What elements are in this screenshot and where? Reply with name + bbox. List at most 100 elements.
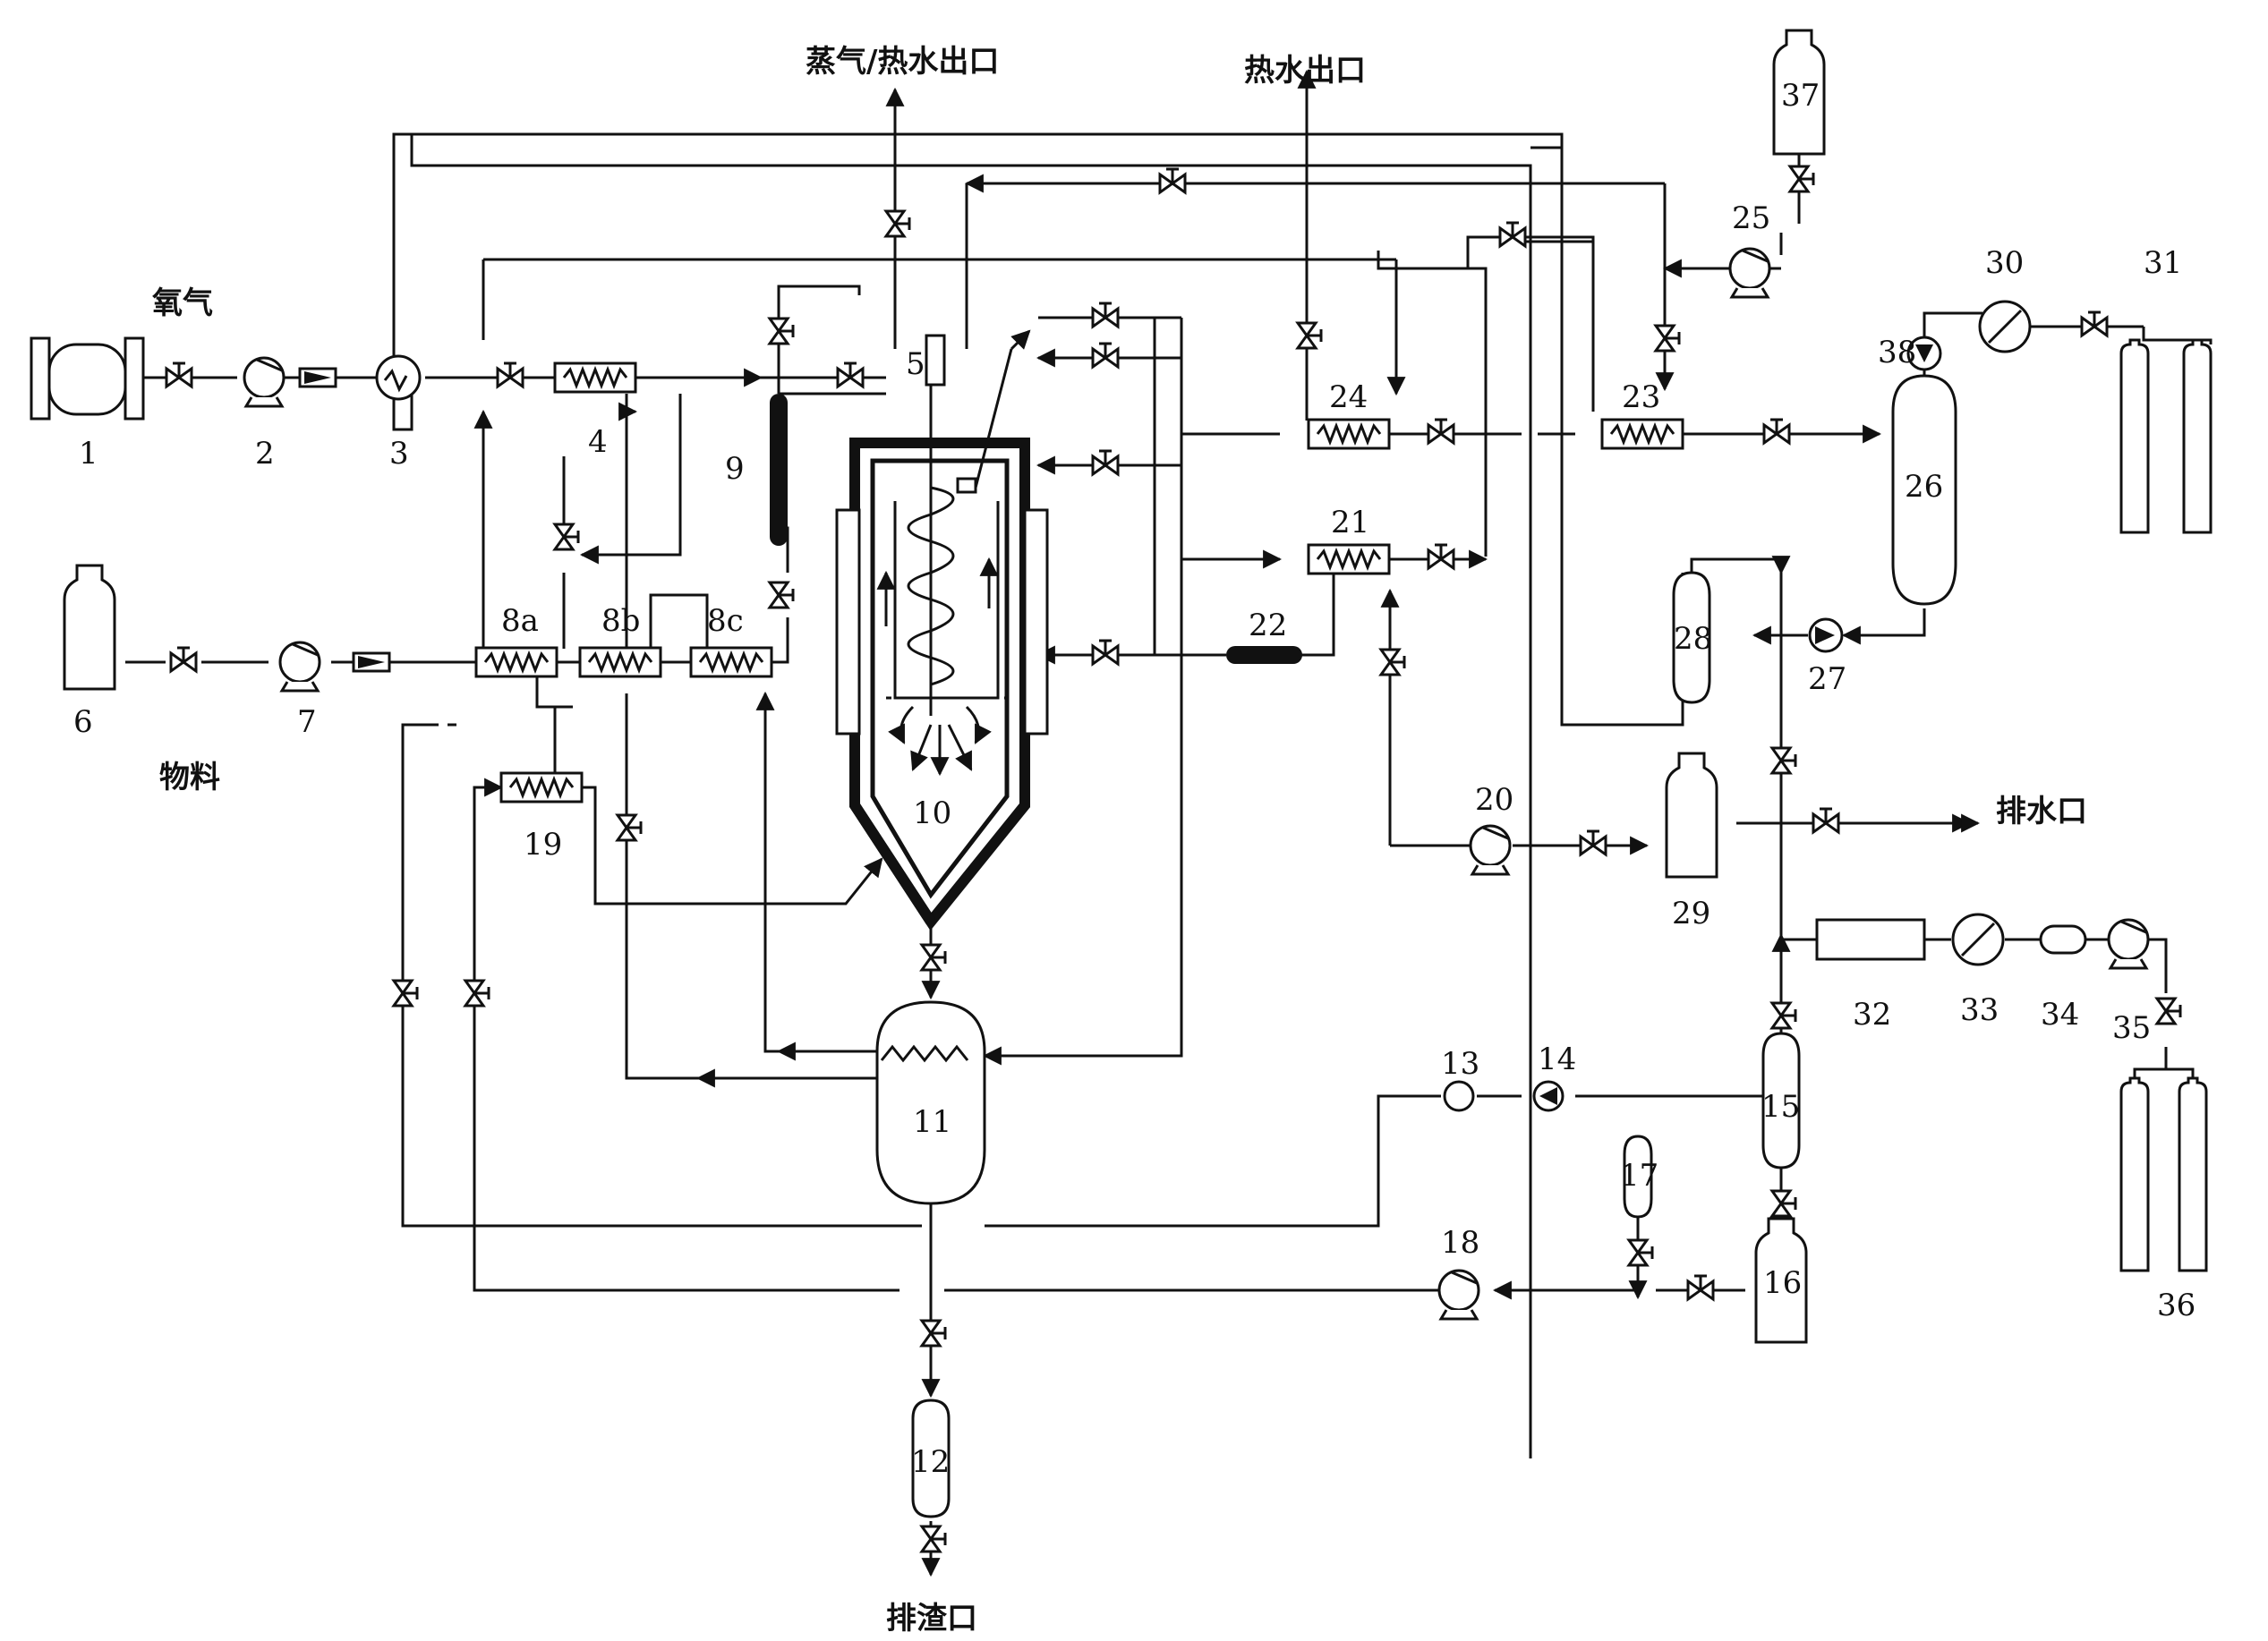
- check-valve-oxygen: [298, 367, 337, 388]
- svg-text:7: 7: [297, 704, 317, 740]
- valve[interactable]: [165, 361, 193, 388]
- svg-text:24: 24: [1329, 379, 1368, 415]
- valve[interactable]: [1091, 302, 1120, 328]
- valve[interactable]: [1091, 449, 1120, 476]
- pump-35[interactable]: [2107, 918, 2150, 970]
- valve[interactable]: [920, 943, 947, 972]
- pump-18[interactable]: [1437, 1269, 1480, 1321]
- valve[interactable]: [1379, 648, 1406, 676]
- svg-text:27: 27: [1808, 661, 1846, 697]
- valve[interactable]: [1091, 342, 1120, 369]
- svg-text:35: 35: [2112, 1010, 2151, 1046]
- check-38: [1906, 336, 1942, 371]
- valve[interactable]: [1091, 639, 1120, 666]
- check-27: [1808, 617, 1844, 653]
- check-14: [1532, 1080, 1565, 1112]
- vessel-15: [1761, 1032, 1801, 1169]
- svg-text:4: 4: [588, 424, 608, 460]
- svg-text:22: 22: [1249, 608, 1287, 643]
- valve[interactable]: [2155, 997, 2182, 1025]
- svg-text:31: 31: [2144, 245, 2182, 281]
- valve[interactable]: [2080, 310, 2109, 337]
- valve[interactable]: [1686, 1274, 1715, 1301]
- valve[interactable]: [1579, 829, 1607, 856]
- valve[interactable]: [1158, 167, 1187, 194]
- heater-3: [375, 354, 422, 401]
- svg-text:11: 11: [913, 1104, 951, 1140]
- valve[interactable]: [1812, 807, 1840, 834]
- valve[interactable]: [1762, 418, 1791, 445]
- svg-text:28: 28: [1674, 621, 1712, 657]
- svg-text:13: 13: [1441, 1046, 1479, 1082]
- svg-text:20: 20: [1475, 782, 1513, 818]
- vessel-28: [1672, 571, 1711, 704]
- filter-22: [1226, 646, 1302, 664]
- svg-text:1: 1: [79, 436, 98, 472]
- svg-text:29: 29: [1672, 896, 1710, 931]
- svg-text:15: 15: [1761, 1089, 1800, 1125]
- valve[interactable]: [920, 1525, 947, 1553]
- svg-text:26: 26: [1905, 469, 1943, 505]
- filter-9: [770, 394, 788, 546]
- valve[interactable]: [1296, 321, 1323, 350]
- pump-25[interactable]: [1728, 247, 1771, 299]
- valve[interactable]: [616, 813, 643, 842]
- valve[interactable]: [768, 317, 795, 345]
- label-steam-hotwater-outlet: 蒸气/热水出口: [806, 44, 999, 80]
- oxygen-cylinder-1: [30, 336, 145, 421]
- svg-text:18: 18: [1441, 1225, 1479, 1261]
- svg-text:23: 23: [1622, 379, 1660, 415]
- valve[interactable]: [1788, 165, 1815, 193]
- svg-text:5: 5: [906, 346, 925, 382]
- pump-2[interactable]: [243, 356, 286, 408]
- svg-text:8a: 8a: [501, 603, 539, 639]
- svg-text:34: 34: [2041, 997, 2079, 1033]
- svg-text:19: 19: [524, 827, 562, 863]
- gauge-33: [1951, 913, 2005, 966]
- valve[interactable]: [920, 1319, 947, 1348]
- valve[interactable]: [496, 361, 524, 388]
- valve[interactable]: [836, 361, 865, 388]
- svg-text:38: 38: [1878, 335, 1916, 370]
- tank-26: [1891, 374, 1957, 606]
- indicator-13: [1443, 1080, 1475, 1112]
- valve[interactable]: [1427, 543, 1455, 570]
- heat-exchanger-19: [499, 771, 584, 803]
- label-slag-outlet: 排渣口: [886, 1601, 977, 1637]
- svg-text:36: 36: [2157, 1288, 2196, 1323]
- heat-exchanger-8a: [474, 646, 558, 678]
- valve[interactable]: [1427, 418, 1455, 445]
- valve[interactable]: [1627, 1238, 1654, 1267]
- heat-exchanger-8c: [689, 646, 773, 678]
- unit-32: [1815, 918, 1926, 961]
- valve[interactable]: [553, 523, 580, 551]
- svg-text:33: 33: [1960, 992, 1999, 1028]
- pump-7[interactable]: [278, 641, 321, 693]
- valve[interactable]: [1654, 324, 1681, 353]
- piping: [125, 69, 2213, 1577]
- gas-cylinders-36: [2119, 1076, 2208, 1272]
- pump-20[interactable]: [1469, 824, 1512, 876]
- svg-text:14: 14: [1538, 1042, 1576, 1077]
- stream-labels: 氧气 物料 蒸气/热水出口 热水出口 排水口 排渣口: [152, 44, 2087, 1637]
- svg-text:25: 25: [1732, 200, 1770, 236]
- svg-text:10: 10: [913, 795, 951, 831]
- vessel-12: [911, 1399, 951, 1518]
- valve[interactable]: [1770, 746, 1797, 775]
- svg-text:17: 17: [1620, 1158, 1658, 1194]
- valve[interactable]: [1770, 1001, 1797, 1030]
- valve[interactable]: [392, 979, 419, 1008]
- svg-text:3: 3: [389, 436, 409, 472]
- valve[interactable]: [1770, 1189, 1797, 1218]
- heat-exchanger-21: [1307, 543, 1391, 575]
- svg-text:16: 16: [1763, 1265, 1802, 1301]
- valve[interactable]: [169, 646, 198, 673]
- svg-text:37: 37: [1781, 78, 1820, 114]
- valve[interactable]: [768, 581, 795, 609]
- svg-text:21: 21: [1331, 505, 1369, 540]
- valve[interactable]: [884, 209, 911, 238]
- valve[interactable]: [464, 979, 490, 1008]
- heat-exchanger-23: [1600, 418, 1684, 450]
- valve[interactable]: [1498, 221, 1527, 248]
